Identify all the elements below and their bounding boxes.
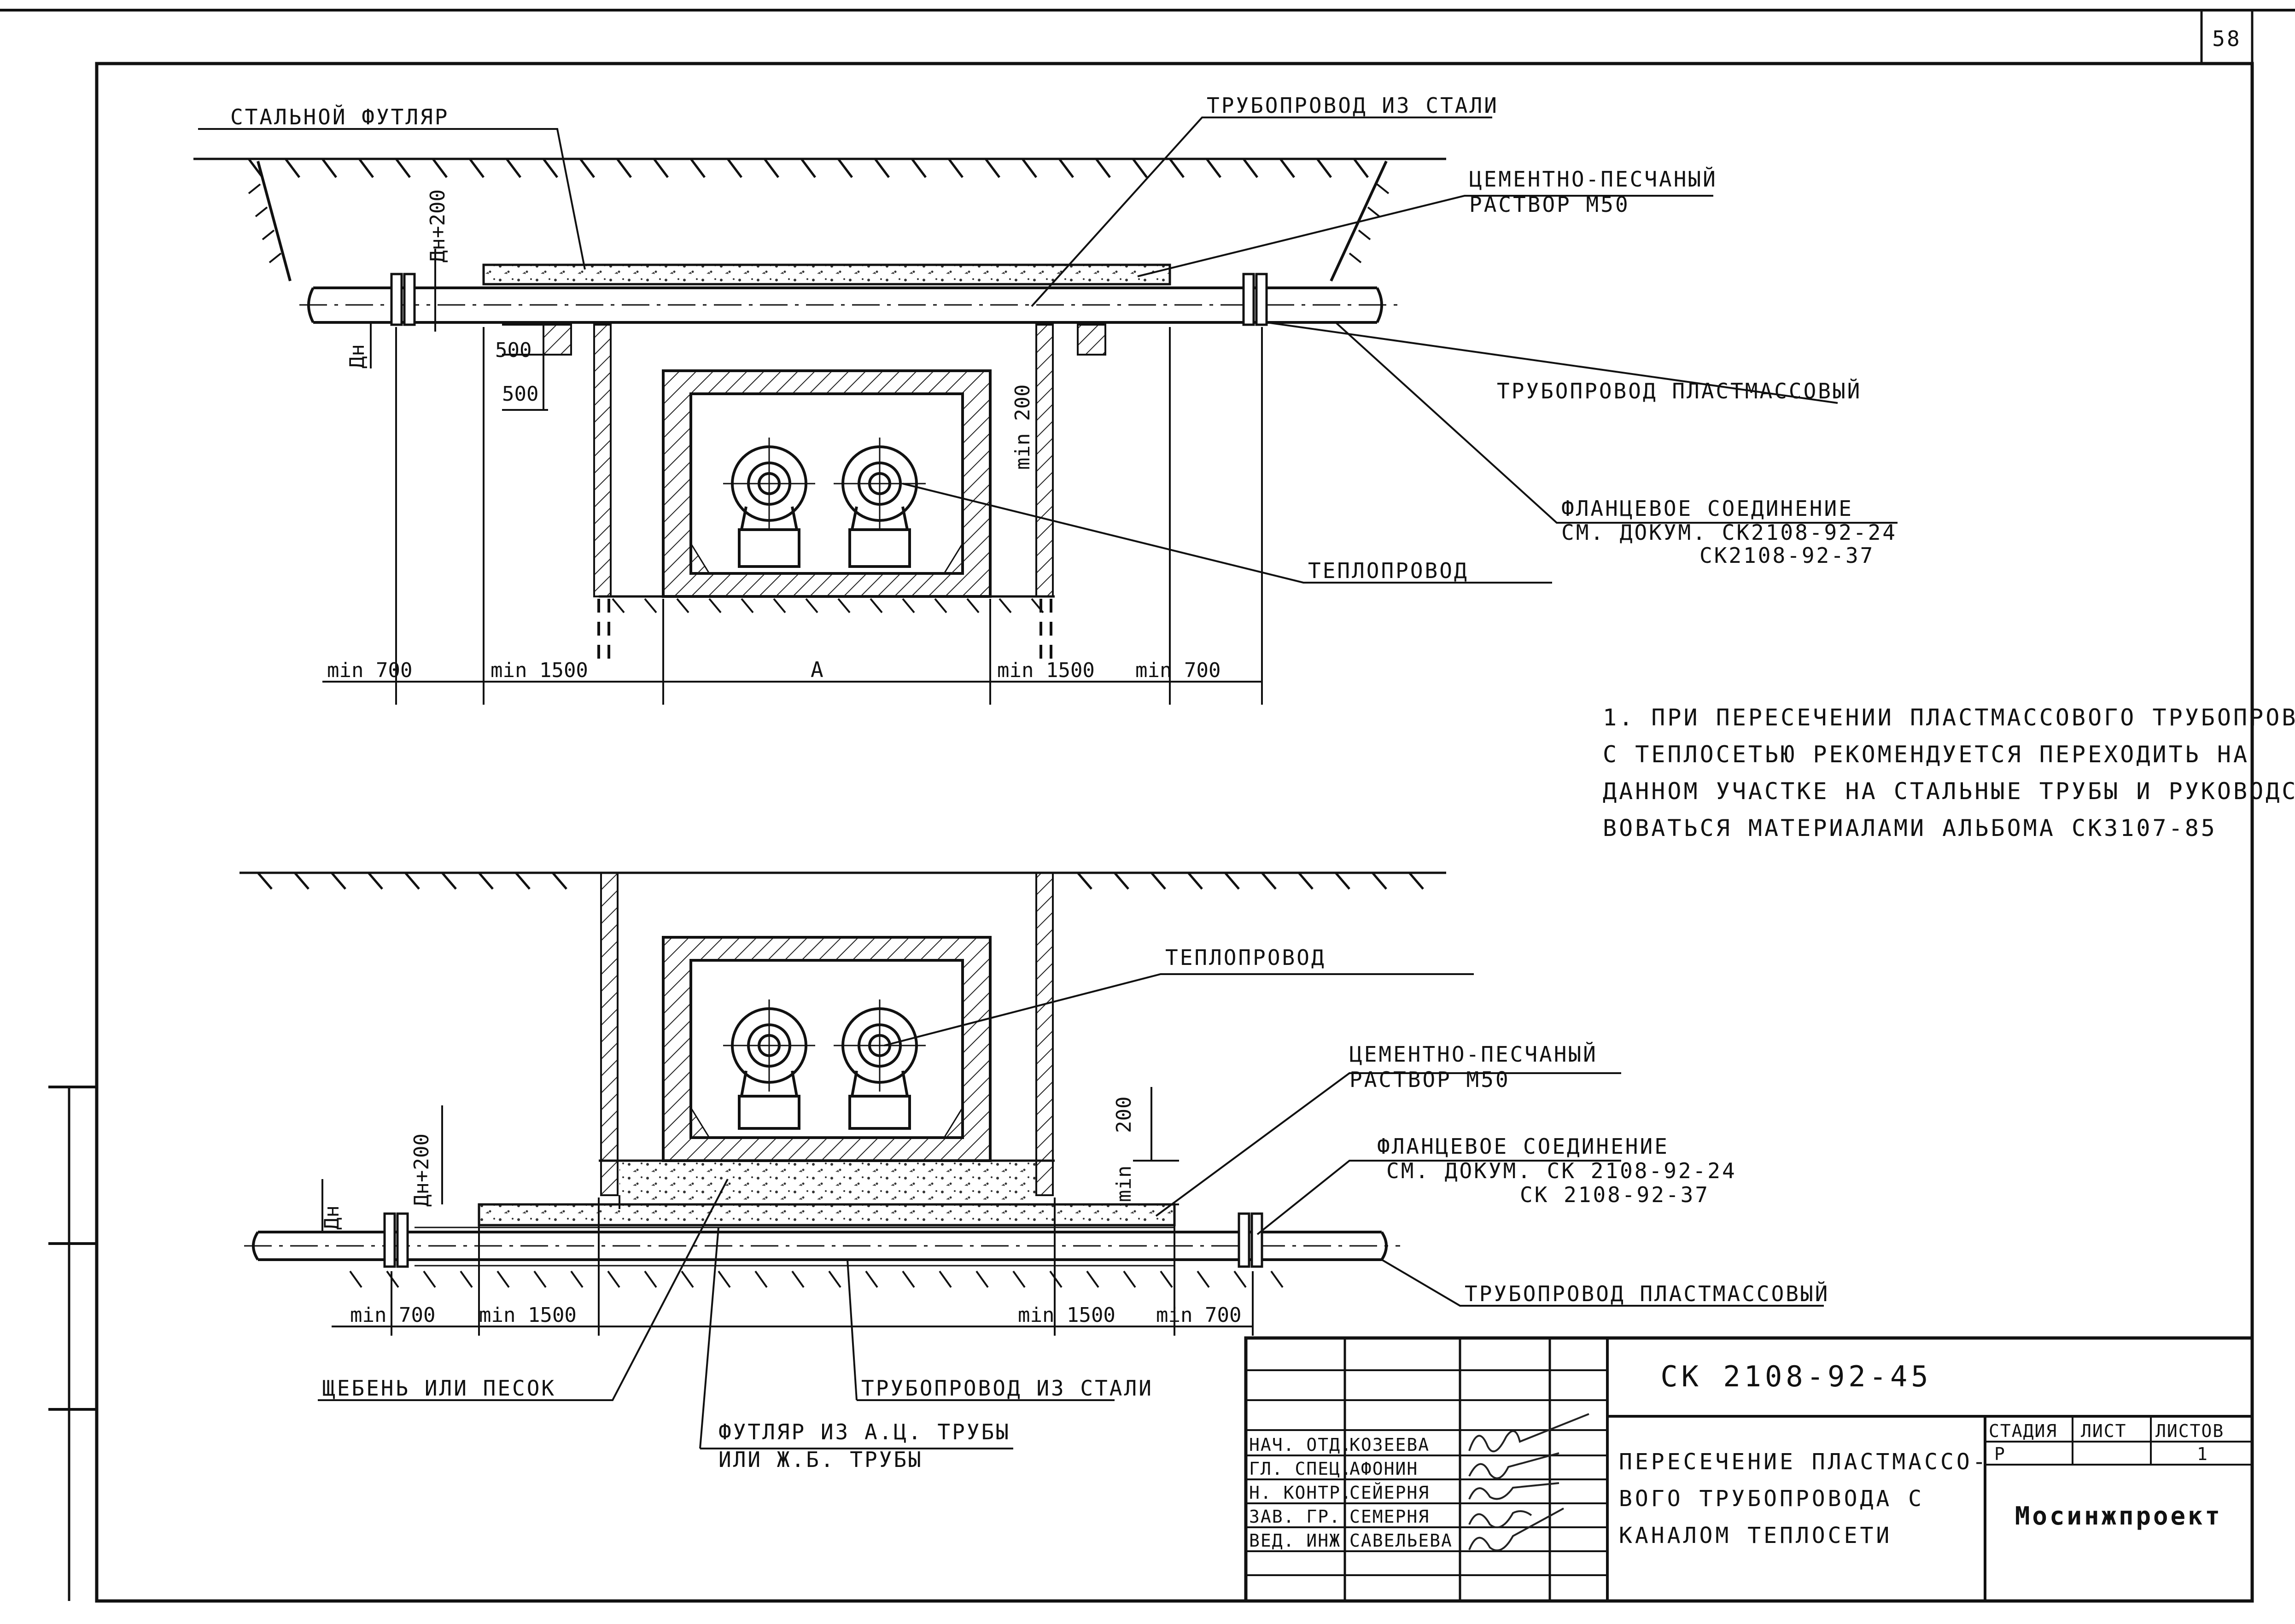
dim-min-700-right-bottom: min 700 <box>1156 1303 1241 1327</box>
dim-min-700-left-top: min 700 <box>327 659 412 682</box>
label-flange-top-3: СК2108-92-37 <box>1699 543 1875 568</box>
heat-pipe-right-top <box>834 438 926 568</box>
label-plastic-pipe-bottom: ТРУБОПРОВОД ПЛАСТМАССОВЫЙ <box>1465 1281 1829 1306</box>
label-gravel: ЩЕБЕНЬ ИЛИ ПЕСОК <box>322 1376 556 1401</box>
dim-500a: 500 <box>495 339 531 362</box>
dim-dn-top: Дн <box>345 344 369 368</box>
sheet-number: 58 <box>2212 26 2241 51</box>
sheets-total-value: 1 <box>2197 1444 2208 1464</box>
label-flange-bottom-2: СМ. ДОКУМ. СК 2108-92-24 <box>1386 1158 1737 1183</box>
sign-role-2: ГЛ. СПЕЦ. <box>1249 1459 1352 1479</box>
dimension-lines-top <box>322 249 1263 705</box>
excavation-walls-top <box>593 324 1054 659</box>
dim-dn-bottom: Дн <box>320 1205 344 1230</box>
signature-rows: НАЧ. ОТД. КОЗЕЕВА ГЛ. СПЕЦ. АФОНИН Н. КО… <box>1249 1435 1453 1551</box>
heat-channel-bottom <box>662 936 992 1162</box>
excavation-wall-right-bottom <box>1035 872 1054 1196</box>
sheet-designation: СК 2108-92-45 <box>1660 1360 1932 1393</box>
dim-min-1500-left-bottom: min 1500 <box>479 1303 577 1327</box>
sign-role-4: ЗАВ. ГР. <box>1249 1507 1341 1527</box>
label-case-1: ФУТЛЯР ИЗ А.Ц. ТРУБЫ <box>718 1420 1010 1444</box>
sheet-title-line-1: ПЕРЕСЕЧЕНИЕ ПЛАСТМАССО- <box>1619 1449 1989 1475</box>
dim-min-bottom: min <box>1112 1166 1136 1202</box>
dim-dn-plus-200-top: Дн+200 <box>426 189 450 263</box>
flange-left-top <box>390 273 416 326</box>
handwritten-signatures <box>1468 1413 1589 1552</box>
dim-dn-plus-200-bottom: Дн+200 <box>410 1133 433 1207</box>
sheets-header: ЛИСТОВ <box>2155 1421 2224 1441</box>
ground-line-bottom <box>239 871 1446 890</box>
heat-pipe-right-bottom <box>834 999 926 1130</box>
pipeline-bottom <box>244 1227 1400 1267</box>
label-flange-bottom-3: СК 2108-92-37 <box>1520 1182 1710 1207</box>
stage-value: Р <box>1994 1444 2006 1464</box>
pipeline-top <box>299 286 1400 324</box>
label-mortar-bottom-1: ЦЕМЕНТНО-ПЕСЧАНЫЙ <box>1349 1042 1598 1067</box>
note-line-2: С ТЕПЛОСЕТЬЮ РЕКОМЕНДУЕТСЯ ПЕРЕХОДИТЬ НА <box>1603 741 2249 768</box>
ground-line-top <box>193 158 1446 178</box>
dim-200-bottom: 200 <box>1112 1097 1136 1133</box>
flange-right-top <box>1242 273 1268 326</box>
heat-pipe-left-top <box>723 438 815 568</box>
label-mortar-bottom-2: РАСТВОР М50 <box>1349 1067 1510 1092</box>
sheet-title-line-3: КАНАЛОМ ТЕПЛОСЕТИ <box>1619 1523 1892 1548</box>
label-heat-pipe-bottom: ТЕПЛОПРОВОД <box>1165 945 1326 970</box>
sign-name-1: КОЗЕЕВА <box>1349 1435 1430 1455</box>
label-mortar-top-1: ЦЕМЕНТНО-ПЕСЧАНЫЙ <box>1469 167 1717 192</box>
heat-channel-top <box>599 369 1055 613</box>
mortar-bed-bottom <box>478 1203 1176 1227</box>
sign-role-5: ВЕД. ИНЖ <box>1249 1531 1341 1551</box>
sign-name-2: АФОНИН <box>1349 1459 1418 1479</box>
dim-500b: 500 <box>502 382 538 406</box>
label-steel-case: СТАЛЬНОЙ ФУТЛЯР <box>230 105 449 129</box>
note-line-3: ДАННОМ УЧАСТКЕ НА СТАЛЬНЫЕ ТРУБЫ И РУКОВ… <box>1603 778 2295 805</box>
dim-min-1500-right-bottom: min 1500 <box>1018 1303 1115 1327</box>
label-mortar-top-2: РАСТВОР М50 <box>1469 192 1630 217</box>
sign-role-3: Н. КОНТР. <box>1249 1483 1352 1503</box>
dim-min-700-left-bottom: min 700 <box>350 1303 435 1327</box>
general-note: 1. ПРИ ПЕРЕСЕЧЕНИИ ПЛАСТМАССОВОГО ТРУБОП… <box>1603 704 2295 841</box>
dimension-lines-bottom <box>321 1087 1254 1336</box>
flange-left-bottom <box>383 1212 409 1268</box>
leaders-bottom <box>318 973 1824 1449</box>
label-flange-top-1: ФЛАНЦЕВОЕ СОЕДИНЕНИЕ <box>1561 496 1853 521</box>
label-heat-pipe-top: ТЕПЛОПРОВОД <box>1308 558 1469 583</box>
flange-right-bottom <box>1238 1212 1263 1268</box>
note-line-1: 1. ПРИ ПЕРЕСЕЧЕНИИ ПЛАСТМАССОВОГО ТРУБОП… <box>1603 704 2295 731</box>
dim-min-200-top: min 200 <box>1011 385 1034 470</box>
leaders-top <box>198 117 1898 584</box>
dim-a: А <box>811 657 825 682</box>
dim-min-1500-left-top: min 1500 <box>491 659 588 682</box>
gravel-bed <box>619 1161 1036 1207</box>
sheet-header: ЛИСТ <box>2081 1421 2127 1441</box>
organization-name: Мосинжпроект <box>2015 1501 2222 1531</box>
sheet-title-line-2: ВОГО ТРУБОПРОВОДА С <box>1619 1486 1924 1512</box>
stage-header: СТАДИЯ <box>1989 1421 2057 1441</box>
support-block-right <box>1077 324 1106 356</box>
label-case-2: ИЛИ Ж.Б. ТРУБЫ <box>718 1447 923 1472</box>
excavation-wall-left-bottom <box>600 872 619 1196</box>
sign-name-4: СЕМЕРНЯ <box>1349 1507 1430 1527</box>
label-flange-bottom-1: ФЛАНЦЕВОЕ СОЕДИНЕНИЕ <box>1377 1134 1669 1159</box>
label-steel-pipe-bottom: ТРУБОПРОВОД ИЗ СТАЛИ <box>861 1376 1153 1401</box>
label-steel-pipe-top: ТРУБОПРОВОД ИЗ СТАЛИ <box>1207 93 1499 118</box>
note-line-4: ВОВАТЬСЯ МАТЕРИАЛАМИ АЛЬБОМА СК3107-85 <box>1603 815 2217 841</box>
sign-role-1: НАЧ. ОТД. <box>1249 1435 1352 1455</box>
label-flange-top-2: СМ. ДОКУМ. СК2108-92-24 <box>1561 520 1897 545</box>
ground-under-pipe <box>349 1270 1284 1288</box>
dim-min-1500-right-top: min 1500 <box>997 659 1095 682</box>
support-block-left <box>543 324 572 356</box>
dim-min-700-right-top: min 700 <box>1135 659 1220 682</box>
heat-pipe-left-bottom <box>723 999 815 1130</box>
sheet-frame <box>0 9 2295 1603</box>
sign-name-3: СЕЙЕРНЯ <box>1349 1483 1430 1503</box>
bottom-view: Дн Дн+200 200 min min 700 min 1500 min 1… <box>239 871 1829 1472</box>
label-plastic-pipe-top: ТРУБОПРОВОД ПЛАСТМАССОВЫЙ <box>1497 379 1862 403</box>
sign-name-5: САВЕЛЬЕВА <box>1349 1531 1453 1551</box>
top-view: Дн+200 Дн 500 500 min 200 min 700 min 15… <box>193 93 1898 705</box>
